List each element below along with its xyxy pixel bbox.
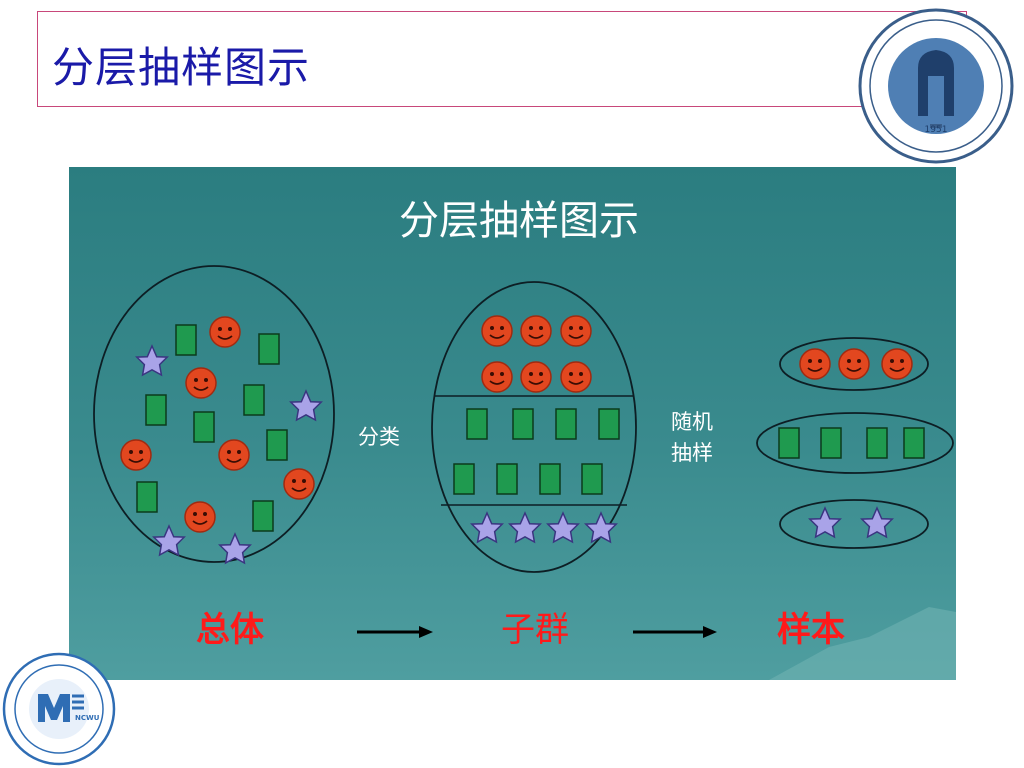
subgroups-label: 子群: [501, 610, 569, 650]
smiley-icon: [184, 501, 216, 533]
square-icon: [266, 429, 288, 461]
smiley-icon: [209, 316, 241, 348]
school-logo: NCWU: [2, 652, 116, 766]
square-icon: [252, 500, 274, 532]
slide-title: 分层抽样图示: [399, 198, 639, 244]
population-ellipse: [93, 265, 335, 563]
square-icon: [512, 408, 534, 440]
subgroups-ellipse: [431, 281, 637, 573]
square-icon: [581, 463, 603, 495]
smiley-icon: [799, 348, 831, 380]
stratified-sampling-diagram: 分层抽样图示 分类: [69, 167, 956, 680]
page-title: 分层抽样图示: [52, 43, 311, 92]
square-icon: [598, 408, 620, 440]
square-icon: [778, 427, 800, 459]
title-box: 分层抽样图示: [37, 11, 967, 107]
sample-ellipse: [779, 499, 929, 549]
university-seal-logo: 1951: [858, 8, 1014, 164]
smiley-icon: [838, 348, 870, 380]
sample-ellipse: [779, 337, 929, 391]
smiley-icon: [881, 348, 913, 380]
sample-group: [756, 337, 954, 549]
smiley-icon: [481, 315, 513, 347]
square-icon: [539, 463, 561, 495]
arrow-right-icon: [357, 626, 433, 638]
square-icon: [175, 324, 197, 356]
smiley-icon: [520, 315, 552, 347]
arrow-right-icon: [633, 626, 717, 638]
square-icon: [243, 384, 265, 416]
smiley-icon: [185, 367, 217, 399]
sample-ellipse: [756, 412, 954, 474]
square-icon: [820, 427, 842, 459]
population-group: [93, 265, 335, 564]
mountain-decoration: [769, 607, 956, 680]
smiley-icon: [481, 361, 513, 393]
logo-badge-text: NCWU: [75, 714, 100, 722]
classify-label: 分类: [358, 425, 400, 449]
square-icon: [193, 411, 215, 443]
square-icon: [496, 463, 518, 495]
square-icon: [145, 394, 167, 426]
square-icon: [555, 408, 577, 440]
square-icon: [136, 481, 158, 513]
square-icon: [453, 463, 475, 495]
random-sample-label-2: 抽样: [671, 441, 713, 465]
random-sample-label-1: 随机: [671, 410, 713, 434]
smiley-icon: [120, 439, 152, 471]
smiley-icon: [520, 361, 552, 393]
sample-label: 样本: [777, 610, 845, 650]
smiley-icon: [560, 361, 592, 393]
square-icon: [466, 408, 488, 440]
smiley-icon: [283, 468, 315, 500]
smiley-icon: [560, 315, 592, 347]
population-label: 总体: [196, 610, 264, 650]
subgroups-group: [431, 281, 637, 573]
square-icon: [258, 333, 280, 365]
seal-year: 1951: [925, 125, 948, 135]
square-icon: [903, 427, 925, 459]
smiley-icon: [218, 439, 250, 471]
square-icon: [866, 427, 888, 459]
